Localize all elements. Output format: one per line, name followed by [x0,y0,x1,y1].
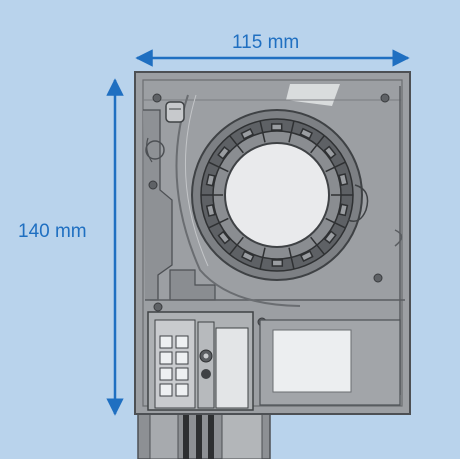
drum-segment-slot [338,203,349,217]
height-dimension-label: 140 mm [18,221,87,242]
guide-rail [137,411,271,459]
drum-segment-slot [240,250,255,263]
drum-segment-slot [205,173,216,187]
drum-segment-line [208,217,229,229]
gearbox-cell [159,367,173,381]
drum-segment-slot [338,173,349,187]
drum-segment-slot [299,127,314,140]
drum-segment-slot [205,203,216,217]
drum-segment-line [208,161,229,173]
gearbox-cell [159,335,173,349]
roller-drum [191,109,369,281]
drum-segment-line [229,135,244,154]
drum-segment-line [310,135,325,154]
gearbox-cell [175,351,189,365]
lower-right-compartment [259,319,401,406]
gearbox-cell [175,335,189,349]
drum-segment-slot [270,123,283,131]
gearbox-cell [159,383,173,397]
drum-segment-slot [323,230,337,244]
drum-segment-slot [217,146,231,160]
drum-segment-slot [240,127,255,140]
drum-segment-line [325,161,346,173]
drum-segment-line [229,236,244,255]
drum-segment-line [288,120,295,143]
drum-segment-slot [299,250,314,263]
drum-segment-line [288,247,295,270]
drum-segment-slot [217,230,231,245]
gearbox-cell [159,351,173,365]
left-wall-details [143,94,405,307]
drum-segment-slot [271,259,284,267]
lower-left-compartment [147,311,254,411]
gearbox-cell [175,383,189,397]
drum-segment-line [325,217,346,229]
drum-segment-slot [323,145,337,160]
drum-segment-line [259,247,266,270]
width-dimension-label: 115 mm [232,32,300,53]
gearbox-cell [175,367,189,381]
drum-segment-line [310,236,325,255]
drum-segment-line [259,120,266,143]
